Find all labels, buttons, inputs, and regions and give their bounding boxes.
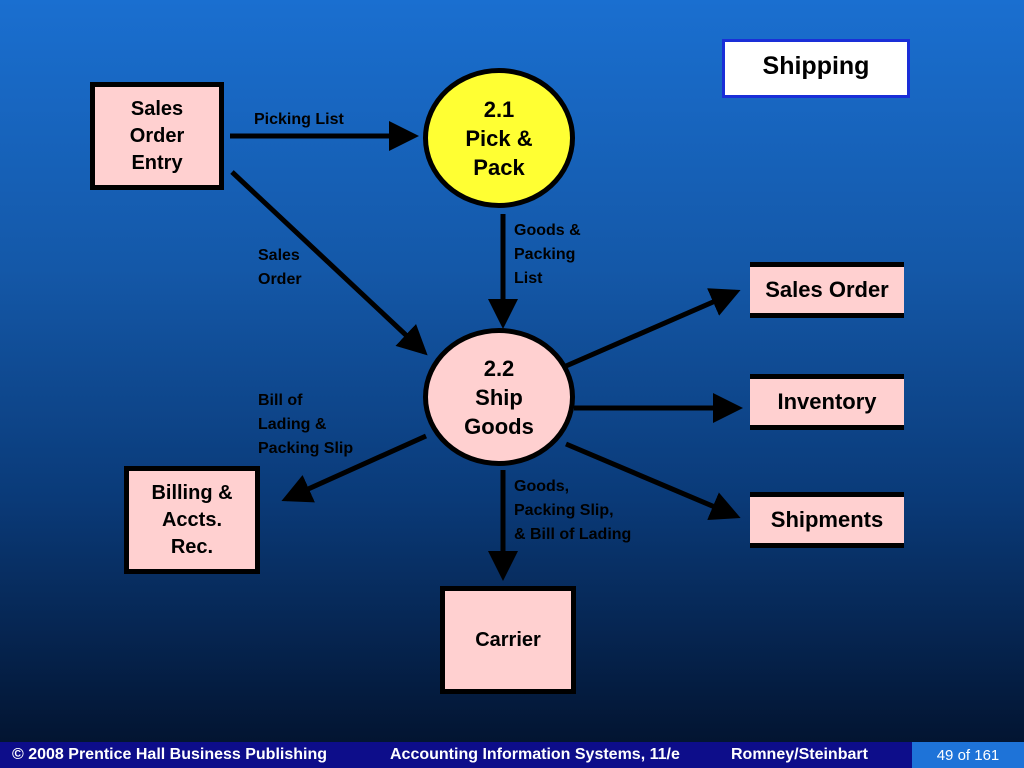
- diagram-title: Shipping: [722, 39, 910, 98]
- entity-label: Sales Order Entry: [129, 97, 185, 174]
- footer-book-title: Accounting Information Systems, 11/e: [390, 746, 680, 763]
- arrow-to-shipments-store: [565, 441, 741, 521]
- entity-label: Billing & Accts. Rec.: [151, 481, 233, 558]
- entity-label: Carrier: [475, 628, 541, 651]
- footer-page-number: 49 of 161: [912, 742, 1024, 768]
- flow-label-goods-packing-list: Goods & Packing List: [514, 222, 581, 287]
- entity-billing-accts-rec: Billing & Accts. Rec.: [124, 466, 260, 574]
- flow-label-goods-packing-slip: Goods, Packing Slip, & Bill of Lading: [514, 478, 632, 543]
- flow-label-picking-list: Picking List: [254, 111, 344, 128]
- flow-label-sales-order: Sales Order: [258, 247, 302, 288]
- footer-authors: Romney/Steinbart: [731, 746, 868, 763]
- process-pick-pack: 2.1 Pick & Pack: [423, 68, 575, 208]
- arrow-bill-of-lading: [281, 433, 428, 503]
- flow-arrows: [230, 121, 743, 581]
- process-name-line2: Pack: [473, 154, 525, 180]
- entity-sales-order-entry: Sales Order Entry: [90, 82, 224, 190]
- process-name-line1: Ship: [475, 384, 523, 410]
- process-name-line1: Pick &: [465, 125, 533, 151]
- footer-copyright: © 2008 Prentice Hall Business Publishing: [12, 746, 328, 763]
- store-inventory: Inventory: [750, 374, 904, 430]
- process-name-line2: Goods: [464, 413, 534, 439]
- flow-label-bill-of-lading: Bill of Lading & Packing Slip: [258, 392, 354, 457]
- entity-carrier: Carrier: [440, 586, 576, 694]
- process-ship-goods: 2.2 Ship Goods: [423, 328, 575, 466]
- arrow-to-sales-order-store: [565, 288, 741, 369]
- arrow-sales-order: [230, 170, 428, 356]
- slide-footer: © 2008 Prentice Hall Business Publishing…: [0, 742, 1024, 768]
- process-number: 2.2: [483, 355, 515, 381]
- process-number: 2.1: [483, 96, 515, 122]
- store-shipments: Shipments: [750, 492, 904, 548]
- store-sales-order: Sales Order: [750, 262, 904, 318]
